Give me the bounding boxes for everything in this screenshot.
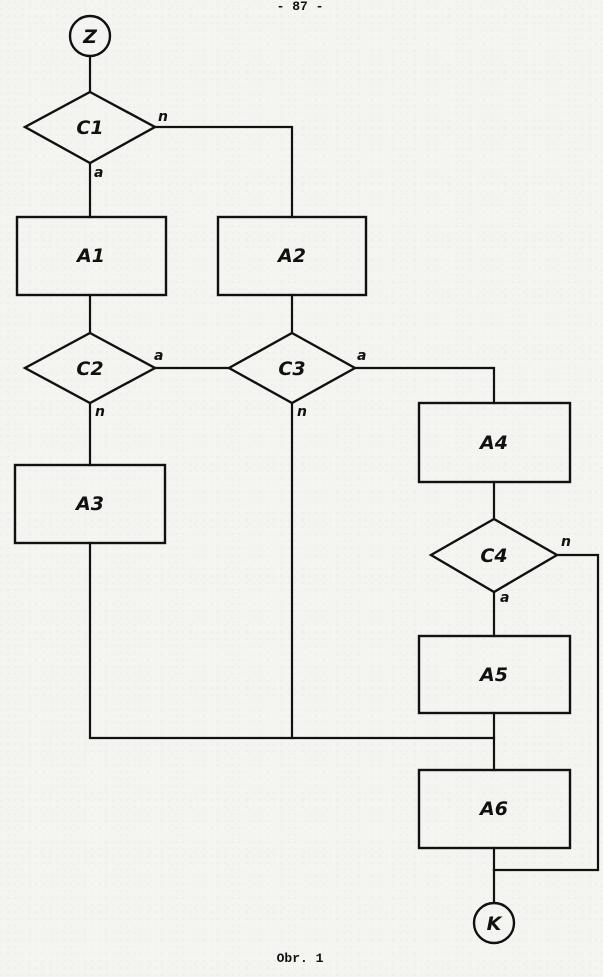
- branch-c1-no: n: [158, 109, 168, 125]
- decision-c3-label: C3: [278, 358, 305, 380]
- decision-c1: C1: [22, 90, 158, 165]
- line-c1-a2: [153, 125, 294, 219]
- process-a6: A6: [417, 768, 572, 850]
- end-label: K: [487, 913, 503, 935]
- branch-c1-yes: a: [94, 165, 103, 181]
- decision-c2: C2: [22, 331, 158, 405]
- branch-c3-yes: a: [357, 348, 366, 364]
- process-a4: A4: [417, 401, 572, 484]
- process-a4-label: A4: [478, 432, 508, 454]
- process-a1: A1: [15, 215, 168, 297]
- process-a1-label: A1: [75, 245, 105, 267]
- process-a2: A2: [216, 215, 368, 297]
- start-label: Z: [82, 26, 98, 48]
- process-a3: A3: [13, 463, 167, 545]
- start-terminal: Z: [68, 14, 112, 58]
- branch-c4-no: n: [561, 534, 571, 550]
- page-number: - 87 -: [277, 0, 324, 14]
- process-a3-label: A3: [74, 493, 104, 515]
- process-a5: A5: [417, 634, 572, 715]
- process-a5-label: A5: [478, 664, 508, 686]
- branch-c4-yes: a: [500, 590, 509, 606]
- end-terminal: K: [472, 901, 516, 945]
- branch-c2-no: n: [95, 404, 105, 420]
- process-a6-label: A6: [478, 798, 508, 820]
- line-c4-bypass: [492, 553, 600, 872]
- branch-c3-no: n: [297, 404, 307, 420]
- decision-c4: C4: [428, 517, 560, 594]
- decision-c4-label: C4: [480, 545, 507, 567]
- decision-c3: C3: [226, 331, 358, 405]
- figure-caption: Obr. 1: [277, 951, 324, 966]
- decision-c2-label: C2: [76, 358, 103, 380]
- line-c3-a4: [353, 366, 496, 405]
- process-a2-label: A2: [276, 245, 306, 267]
- decision-c1-label: C1: [76, 117, 103, 139]
- branch-c2-yes: a: [154, 348, 163, 364]
- connectors: [88, 54, 600, 905]
- line-a3-merge: [88, 541, 496, 740]
